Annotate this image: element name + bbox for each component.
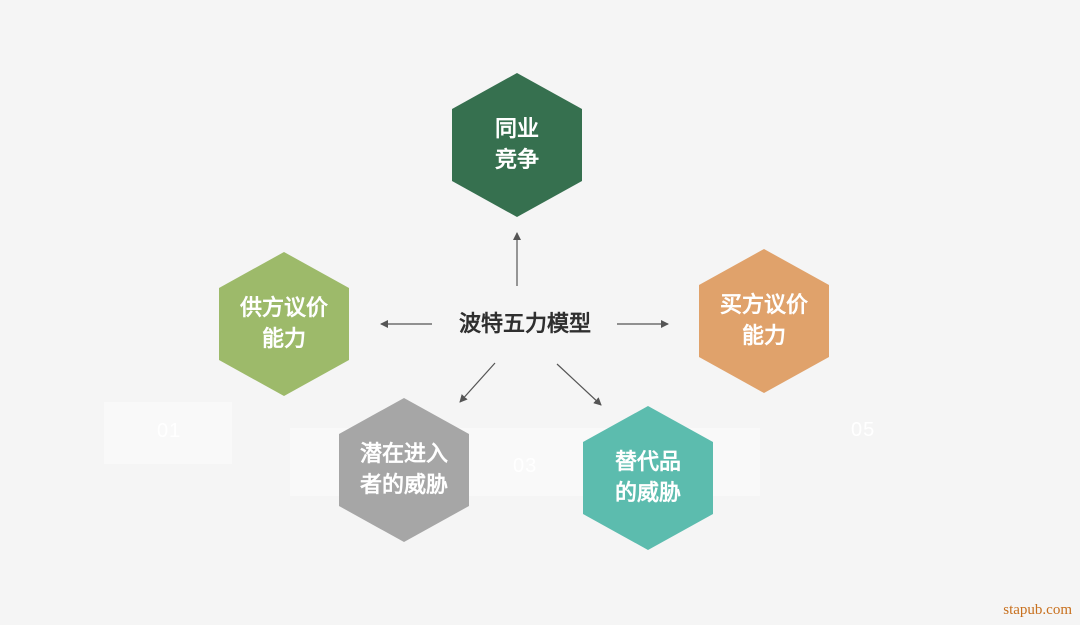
hex-rivalry-line1: 同业: [494, 117, 539, 142]
watermark-text: stapub.com: [1003, 602, 1072, 618]
ghost-box-01: [104, 402, 232, 464]
hex-buyer-line2: 能力: [741, 324, 786, 349]
hex-entrants-line2: 者的威胁: [359, 473, 448, 498]
hex-rivalry-line2: 竞争: [494, 148, 539, 173]
ghost-number-05: 05: [851, 419, 876, 441]
hex-entrants-line1: 潜在进入: [359, 442, 448, 467]
hex-substitutes-line1: 替代品: [614, 450, 681, 475]
hex-buyer: 买方议价 能力: [699, 249, 829, 393]
arrow-to-entrants: [459, 362, 496, 403]
hex-supplier-line2: 能力: [261, 327, 306, 352]
hex-substitutes: 替代品 的威胁: [583, 406, 713, 550]
arrow-to-substitutes: [556, 363, 602, 406]
center-title: 波特五力模型: [458, 312, 591, 337]
ghost-number-03: 03: [513, 455, 538, 477]
ghost-number-01: 01: [157, 420, 182, 442]
hex-substitutes-line2: 的威胁: [614, 481, 681, 506]
hex-supplier-line1: 供方议价: [239, 296, 328, 321]
hex-buyer-line1: 买方议价: [719, 293, 808, 318]
